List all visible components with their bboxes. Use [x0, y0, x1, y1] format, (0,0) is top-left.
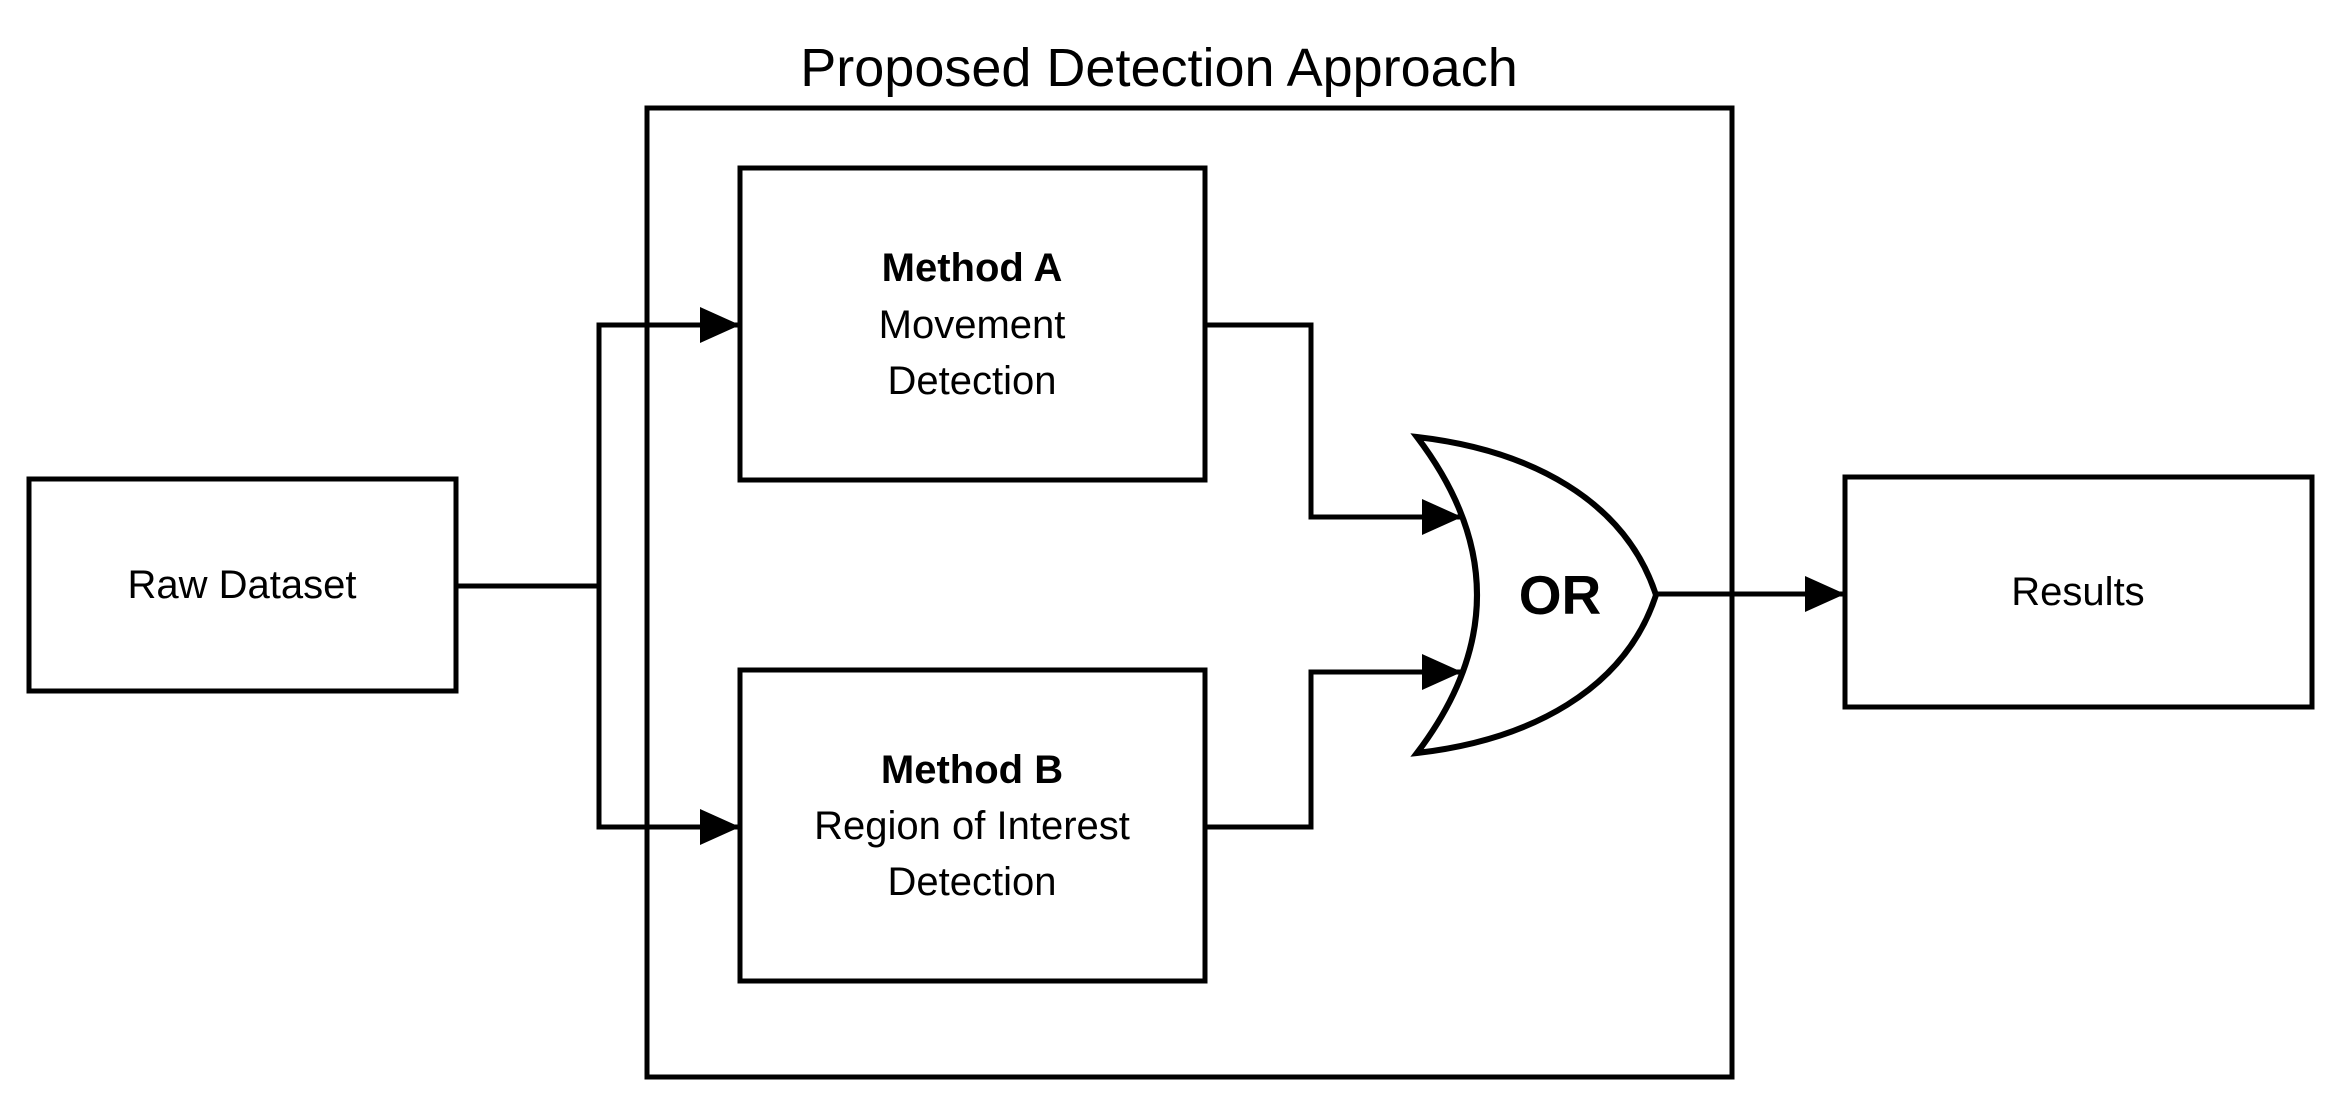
connector-raw-to-method-a: [596, 307, 740, 586]
or-gate-label: OR: [1519, 564, 1602, 626]
or-gate-shape: [1410, 433, 1660, 757]
connector-method-a-to-or: [1205, 322, 1462, 535]
results-label: Results: [2011, 570, 2144, 614]
method-a-subtitle-line1: Movement: [879, 303, 1066, 347]
raw-dataset-label: Raw Dataset: [128, 563, 357, 607]
connector-raw-to-method-b: [596, 586, 740, 845]
connector-method-b-to-or: [1205, 654, 1462, 830]
method-a-subtitle-line2: Detection: [888, 359, 1057, 403]
method-b-subtitle-line2: Detection: [888, 860, 1057, 904]
diagram-title: Proposed Detection Approach: [800, 38, 1517, 98]
method-b-title: Method B: [881, 748, 1063, 792]
method-a-title: Method A: [882, 246, 1063, 290]
diagram-shapes: [26, 105, 2315, 1080]
method-b-subtitle-line1: Region of Interest: [814, 804, 1130, 848]
